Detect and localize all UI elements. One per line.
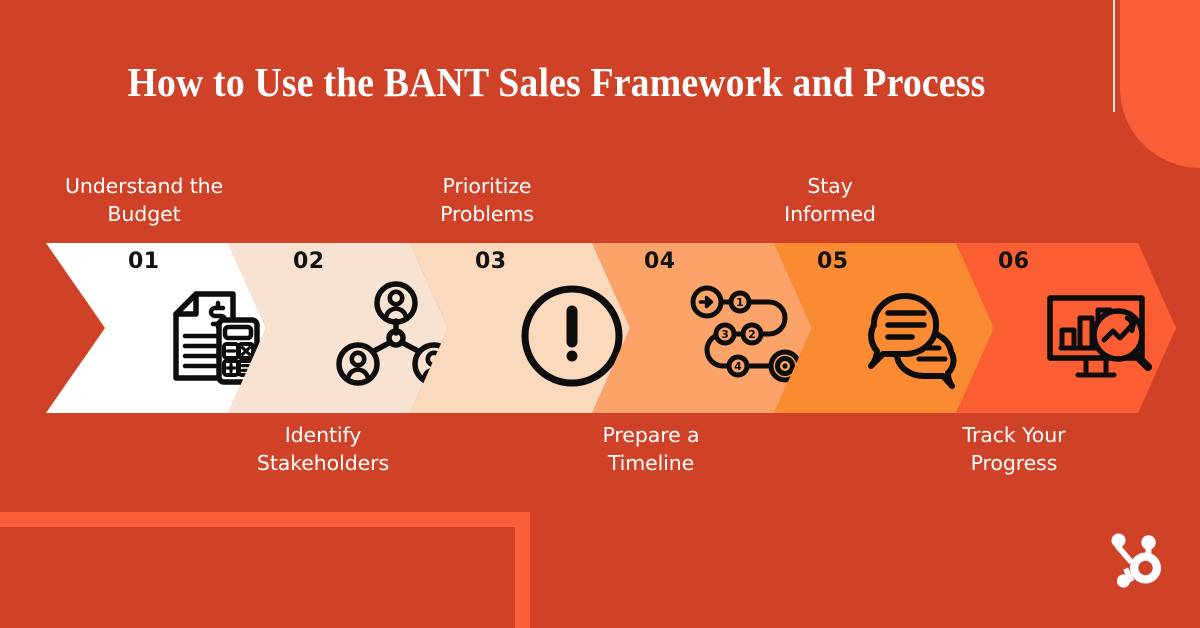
process-chevron-band: 01 (46, 243, 1176, 413)
invoice-calculator-icon (156, 280, 276, 392)
exclamation-circle-icon (512, 280, 632, 392)
hubspot-logo (1104, 526, 1170, 592)
page-title: How to Use the BANT Sales Framework and … (127, 59, 986, 105)
top-right-divider-line (1113, 0, 1115, 112)
step-number-3: 03 (475, 249, 507, 274)
monitor-analytics-icon (1036, 280, 1156, 392)
chat-bubbles-icon (858, 280, 978, 392)
svg-text:3: 3 (721, 328, 729, 341)
svg-text:2: 2 (748, 328, 756, 341)
top-right-decoration (1120, 0, 1200, 168)
step-number-2: 02 (293, 249, 325, 274)
step-number-4: 04 (644, 249, 676, 274)
step-number-1: 01 (128, 249, 160, 274)
timeline-flow-icon: 1 2 3 4 (686, 280, 806, 392)
svg-text:1: 1 (736, 296, 744, 309)
bottom-left-bracket-decoration (0, 512, 530, 628)
step-number-5: 05 (817, 249, 849, 274)
step-number-6: 06 (998, 249, 1030, 274)
svg-text:4: 4 (734, 360, 742, 373)
